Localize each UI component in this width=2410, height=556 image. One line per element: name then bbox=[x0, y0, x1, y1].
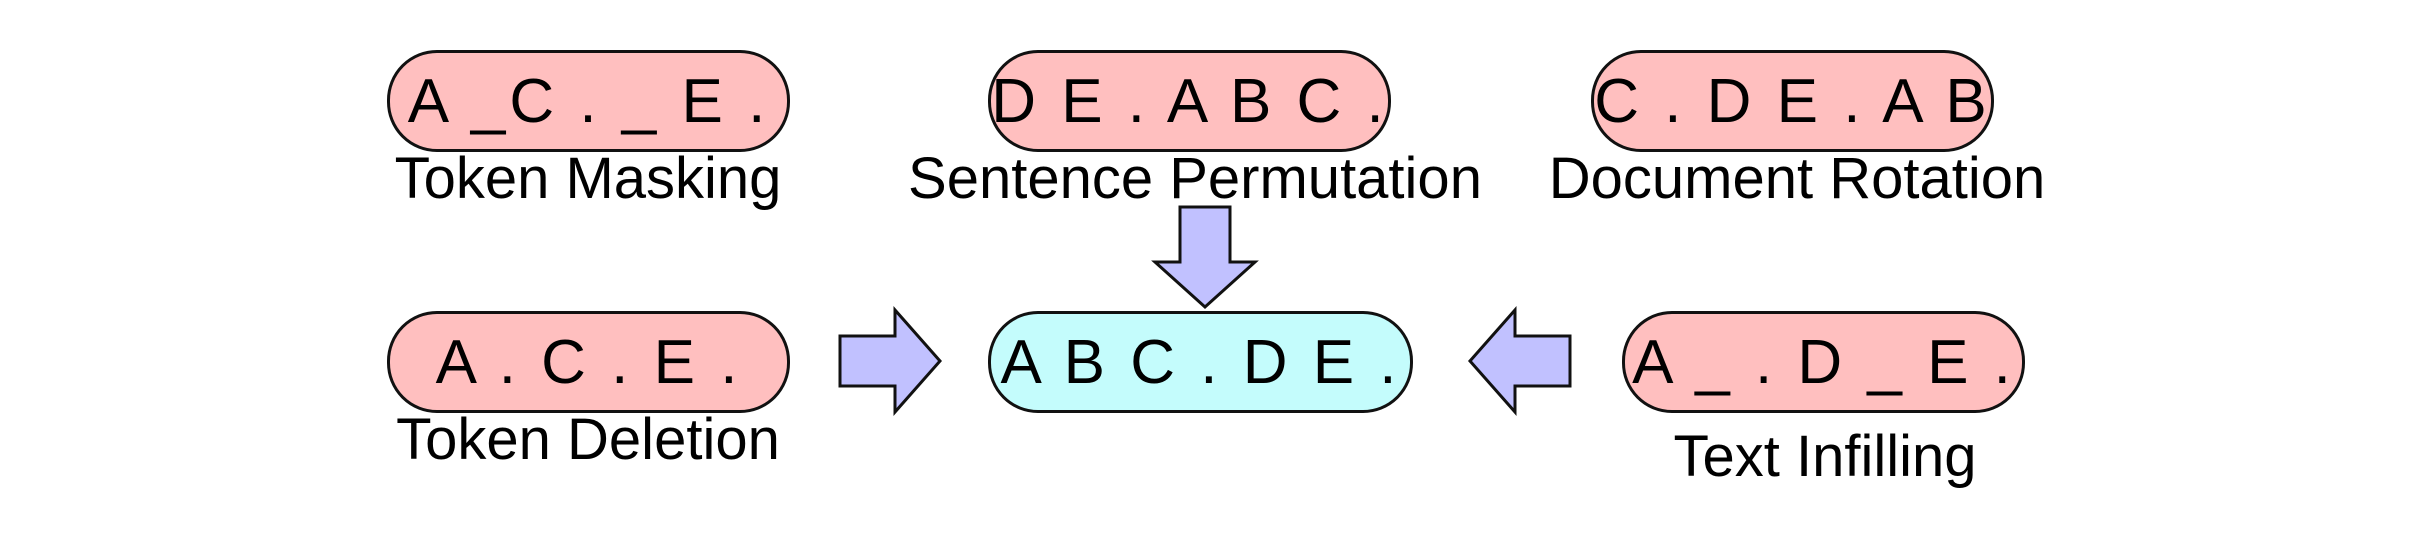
document-rotation-sequence: C . D E . A B bbox=[1591, 50, 1994, 152]
text-infilling-sequence: A _ . D _ E . bbox=[1622, 311, 2025, 413]
token-deletion-label: Token Deletion bbox=[396, 407, 780, 472]
sentence-permutation-sequence: D E . A B C . bbox=[988, 50, 1391, 152]
down-arrow-icon bbox=[1151, 205, 1259, 310]
text-infilling-label: Text Infilling bbox=[1673, 424, 1977, 489]
document-rotation-label: Document Rotation bbox=[1548, 146, 2046, 211]
token-masking-sequence: A _C . _ E . bbox=[387, 50, 790, 152]
left-arrow-icon bbox=[1467, 306, 1572, 416]
right-arrow-icon bbox=[838, 306, 943, 416]
token-masking-label: Token Masking bbox=[394, 146, 782, 211]
sentence-permutation-label: Sentence Permutation bbox=[908, 146, 1482, 211]
token-deletion-sequence: A . C . E . bbox=[387, 311, 790, 413]
original-document-sequence: A B C . D E . bbox=[988, 311, 1413, 413]
